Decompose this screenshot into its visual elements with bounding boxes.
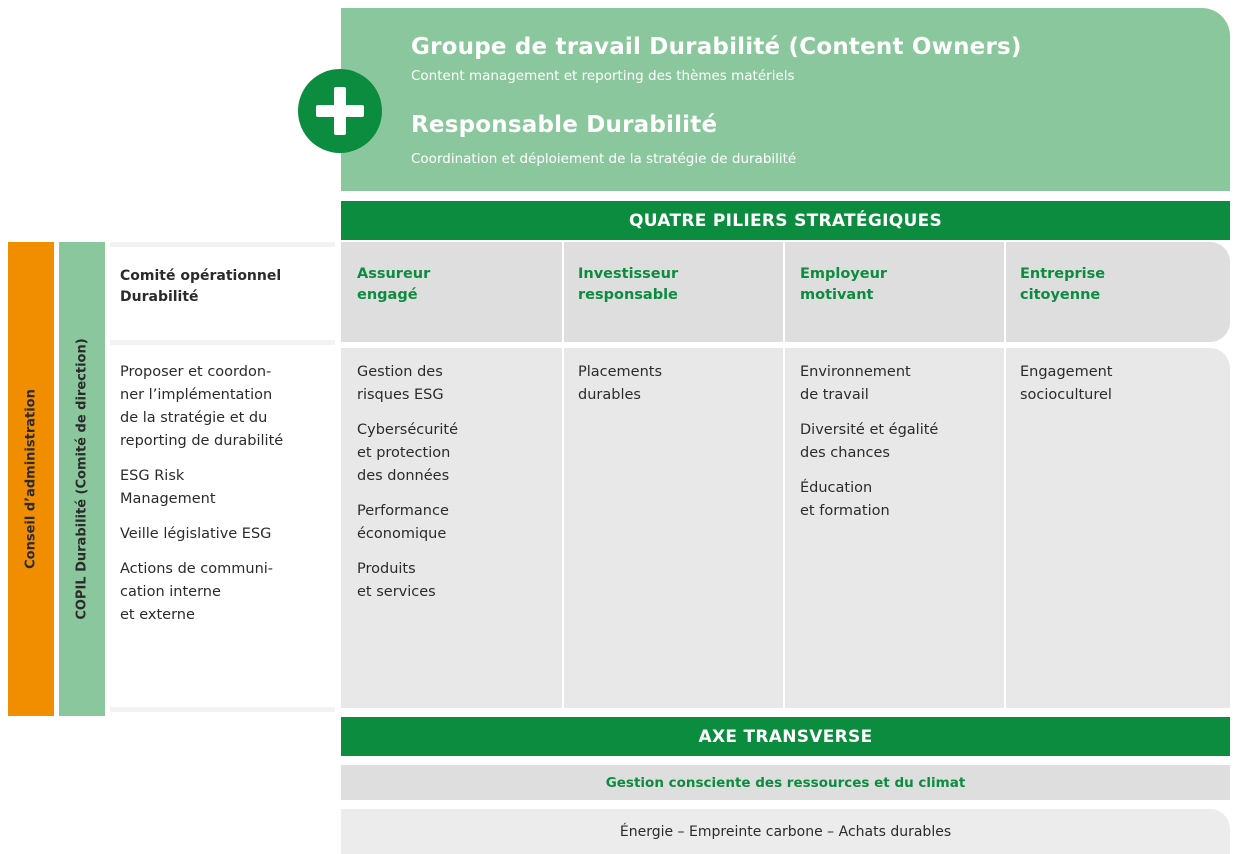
pillar-item-line: Performance xyxy=(357,503,449,519)
pillar-item-line: Gestion des xyxy=(357,364,443,380)
committee-item-line: Veille législative ESG xyxy=(120,526,272,542)
pillar-item: Placements durables xyxy=(578,361,778,407)
working-group-title: Groupe de travail Durabilité (Content Ow… xyxy=(411,34,1022,60)
pillar-items-employeur: Environnement de travail Diversité et ég… xyxy=(800,361,1000,535)
pillar-item-line: socioculturel xyxy=(1020,387,1112,403)
pillar-item: Gestion des risques ESG xyxy=(357,361,557,407)
pillars-header: QUATRE PILIERS STRATÉGIQUES xyxy=(341,201,1230,240)
working-group-subtitle: Content management et reporting des thèm… xyxy=(411,68,795,84)
committee-item: Actions de communi- cation interne et ex… xyxy=(120,558,332,627)
pillar-title-line: engagé xyxy=(357,287,418,303)
pillar-title-investisseur: Investisseur responsable xyxy=(578,264,778,306)
committee-item: ESG Risk Management xyxy=(120,465,332,511)
committee-item-line: cation interne xyxy=(120,584,221,600)
pillar-separator xyxy=(562,348,564,708)
committee-item: Veille législative ESG xyxy=(120,523,332,546)
pillar-title-line: Investisseur xyxy=(578,266,679,282)
committee-title-line: Durabilité xyxy=(120,289,199,305)
pillar-item-line: Placements xyxy=(578,364,663,380)
pillar-separator xyxy=(783,348,785,708)
pillar-title-assureur: Assureur engagé xyxy=(357,264,557,306)
pillar-item-line: Environnement xyxy=(800,364,911,380)
committee-item-line: Management xyxy=(120,491,216,507)
pillar-separator xyxy=(1004,348,1006,708)
copil-label: COPIL Durabilité (Comité de direction) xyxy=(74,338,90,620)
pillar-item-line: et formation xyxy=(800,503,890,519)
transverse-axis-header: AXE TRANSVERSE xyxy=(341,717,1230,756)
pillars-body xyxy=(341,348,1230,708)
pillar-item: Performance économique xyxy=(357,500,557,546)
resource-management-bar: Gestion consciente des ressources et du … xyxy=(341,765,1230,800)
pillar-title-line: Entreprise xyxy=(1020,266,1106,282)
divider-bottom xyxy=(110,707,335,712)
committee-item: Proposer et coordon- ner l’implémentatio… xyxy=(120,361,332,453)
pillar-item: Engagement socioculturel xyxy=(1020,361,1220,407)
pillar-items-assureur: Gestion des risques ESG Cybersécurité et… xyxy=(357,361,557,616)
pillar-item: Diversité et égalité des chances xyxy=(800,419,1000,465)
divider-top xyxy=(110,242,335,247)
pillar-item-line: de travail xyxy=(800,387,869,403)
committee-item-line: et externe xyxy=(120,607,195,623)
working-group-panel: Groupe de travail Durabilité (Content Ow… xyxy=(341,8,1230,191)
pillar-items-entreprise: Engagement socioculturel xyxy=(1020,361,1220,419)
board-bar: Conseil d’administration xyxy=(8,242,54,716)
pillar-item-line: des données xyxy=(357,468,450,484)
pillar-item: Produits et services xyxy=(357,558,557,604)
committee-item-line: ESG Risk xyxy=(120,468,185,484)
committee-items: Proposer et coordon- ner l’implémentatio… xyxy=(120,361,332,639)
pillar-title-line: motivant xyxy=(800,287,874,303)
committee-title: Comité opérationnel Durabilité xyxy=(120,266,330,308)
pillar-item-line: des chances xyxy=(800,445,890,461)
pillar-title-line: responsable xyxy=(578,287,678,303)
committee-item-line: ner l’implémentation xyxy=(120,387,273,403)
pillar-separator xyxy=(562,242,564,342)
committee-title-line: Comité opérationnel xyxy=(120,268,282,284)
pillar-title-line: Assureur xyxy=(357,266,431,282)
committee-item-line: Proposer et coordon- xyxy=(120,364,272,380)
plus-icon xyxy=(298,69,382,153)
pillar-item-line: économique xyxy=(357,526,447,542)
pillars-header-row xyxy=(341,242,1230,342)
pillar-title-line: citoyenne xyxy=(1020,287,1101,303)
pillar-title-entreprise: Entreprise citoyenne xyxy=(1020,264,1220,306)
pillar-item-line: Cybersécurité xyxy=(357,422,459,438)
energy-bar: Énergie – Empreinte carbone – Achats dur… xyxy=(341,809,1230,854)
pillar-item-line: Éducation xyxy=(800,480,873,496)
pillar-separator xyxy=(1004,242,1006,342)
committee-item-line: de la stratégie et du xyxy=(120,410,268,426)
committee-item-line: reporting de durabilité xyxy=(120,433,284,449)
pillar-title-line: Employeur xyxy=(800,266,888,282)
pillar-items-investisseur: Placements durables xyxy=(578,361,778,419)
board-label: Conseil d’administration xyxy=(23,389,39,569)
sustainability-manager-subtitle: Coordination et déploiement de la straté… xyxy=(411,151,797,167)
pillar-item-line: Produits xyxy=(357,561,416,577)
pillar-item-line: durables xyxy=(578,387,641,403)
pillar-separator xyxy=(783,242,785,342)
pillar-item: Cybersécurité et protection des données xyxy=(357,419,557,488)
pillar-title-employeur: Employeur motivant xyxy=(800,264,1000,306)
pillar-item: Éducation et formation xyxy=(800,477,1000,523)
copil-bar: COPIL Durabilité (Comité de direction) xyxy=(59,242,105,716)
pillar-item: Environnement de travail xyxy=(800,361,1000,407)
sustainability-manager-title: Responsable Durabilité xyxy=(411,112,718,138)
pillar-item-line: risques ESG xyxy=(357,387,444,403)
divider-mid xyxy=(110,340,335,345)
pillar-item-line: Diversité et égalité xyxy=(800,422,939,438)
committee-item-line: Actions de communi- xyxy=(120,561,274,577)
pillar-item-line: Engagement xyxy=(1020,364,1113,380)
pillar-item-line: et protection xyxy=(357,445,451,461)
pillar-item-line: et services xyxy=(357,584,436,600)
